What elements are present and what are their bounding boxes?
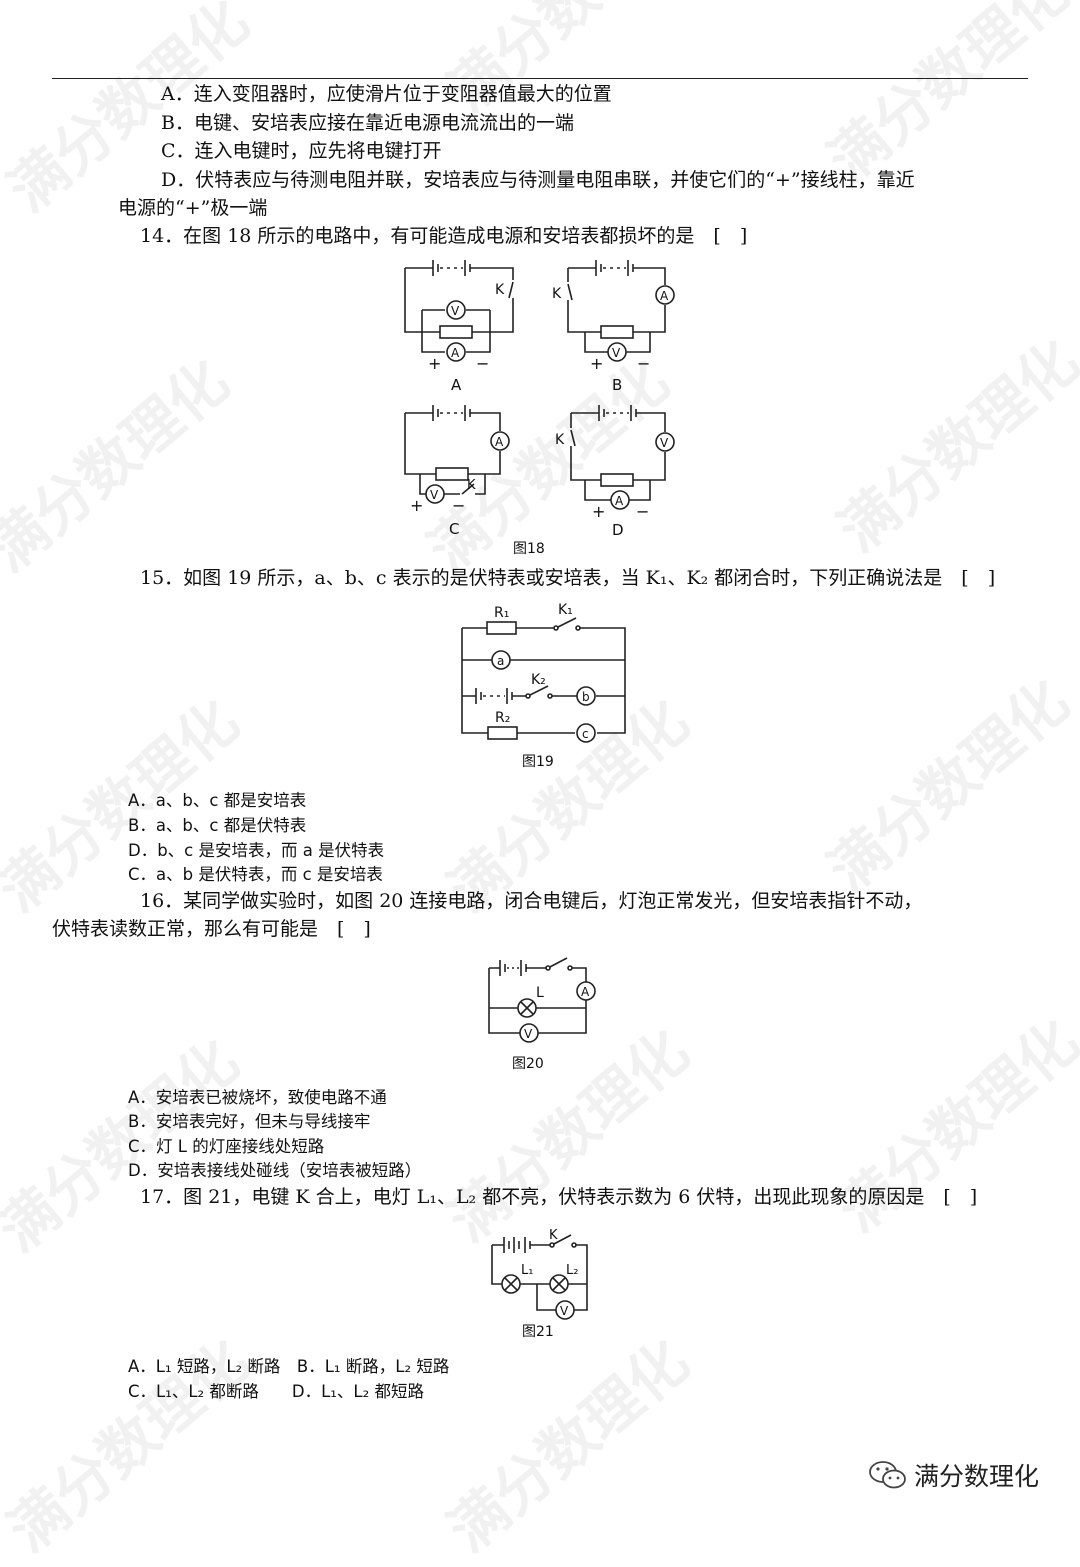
k2-label: K₂ [531,672,546,688]
ammeter-label: A [495,435,504,449]
r1-label: R₁ [494,605,509,621]
q14-stem: 14．在图 18 所示的电路中，有可能造成电源和安培表都损坏的是 [ ] [140,225,748,247]
q17-stem: 17．图 21，电键 K 合上，电灯 L₁、L₂ 都不亮，伏特表示数为 6 伏特… [140,1186,978,1208]
circuit-a-label: A [451,376,462,394]
voltmeter-label: V [451,304,460,318]
plus-sign: + [590,354,603,373]
meter-a-label: a [497,654,504,668]
meter-b-label: b [582,690,590,704]
q16-option: D．安培表接线处碰线（安培表被短路） [128,1161,422,1180]
switch-label: K [552,286,562,302]
figure-18: K V A + − A K A V + − B A V K + − [404,260,675,557]
lamp2-label: L₂ [566,1263,578,1278]
switch-label: K [549,1228,558,1243]
q16-stem: 16．某同学做实验时，如图 20 连接电路，闭合电键后，灯泡正常发光，但安培表指… [140,890,923,912]
circuit-c-label: C [449,520,459,538]
switch-label: K [495,282,505,298]
figure-21-caption: 图21 [522,1324,554,1340]
q16-option: C．灯 L 的灯座接线处短路 [128,1137,325,1156]
k1-label: K₁ [558,602,573,618]
top-rule [52,78,1028,79]
figure-19-caption: 图19 [522,754,554,770]
plus-sign: + [592,502,605,521]
minus-sign: − [476,354,489,373]
voltmeter-label: V [612,346,621,360]
minus-sign: − [636,502,649,521]
switch-label: K [467,478,476,493]
wechat-icon [869,1461,906,1489]
q16-option: B．安培表完好，但未与导线接牢 [128,1112,371,1131]
circuit-d: K V A + − D [555,405,675,539]
q13-option-c: C．连入电键时，应先将电键打开 [161,140,442,162]
plus-sign: + [410,496,423,515]
circuit-c: A V K + − C [404,405,510,538]
q15-option: C．a、b 是伏特表，而 c 是安培表 [128,865,383,884]
plus-sign: + [428,354,441,373]
ammeter-label: A [660,289,669,303]
q16-stem-cont: 伏特表读数正常，那么有可能是 [ ] [52,918,371,940]
q15-option: D．b、c 是安培表，而 a 是伏特表 [128,841,385,860]
circuit-a: K V A + − A [404,260,514,394]
q15-option: A．a、b、c 都是安培表 [128,791,307,810]
minus-sign: − [637,354,650,373]
q13-option-d-cont: 电源的“+”极一端 [118,197,268,219]
lamp-label: L [536,985,544,1001]
brand-name: 满分数理化 [914,1462,1040,1491]
q17-option: C．L₁、L₂ 都断路 D．L₁、L₂ 都短路 [128,1382,424,1401]
figure-18-caption: 图18 [513,541,545,557]
voltmeter-label: V [430,488,439,502]
q17-option: A．L₁ 短路，L₂ 断路 B．L₁ 断路，L₂ 短路 [128,1357,450,1376]
ammeter-label: A [581,985,590,999]
q15-option: B．a、b、c 都是伏特表 [128,816,307,835]
q13-option-d: D．伏特表应与待测电阻并联，安培表应与待测量电阻串联，并使它们的“+”接线柱，靠… [161,169,915,191]
q16-option: A．安培表已被烧坏，致使电路不通 [128,1088,387,1107]
figure-19: R₁ K₁ a K₂ b R₂ c 图19 [461,602,626,770]
figure-20: A L V 图20 [488,957,596,1072]
q13-option-b: B．电键、安培表应接在靠近电源电流流出的一端 [161,112,574,134]
meter-c-label: c [582,727,589,741]
r2-label: R₂ [495,710,510,726]
circuit-b-label: B [612,376,622,394]
ammeter-label: A [451,346,460,360]
q15-stem: 15．如图 19 所示，a、b、c 表示的是伏特表或安培表，当 K₁、K₂ 都闭… [140,567,996,589]
figure-21: K L₁ L₂ V 图21 [491,1228,588,1340]
brand-logo: 满分数理化 [868,1455,1039,1495]
voltmeter-label: V [524,1027,533,1041]
circuit-b: K A V + − B [552,260,675,394]
ammeter-label: A [615,494,624,508]
circuit-d-label: D [612,521,624,539]
voltmeter-label: V [560,1304,569,1318]
lamp1-label: L₁ [521,1263,533,1278]
minus-sign: − [452,496,465,515]
switch-label: K [555,432,565,448]
figure-20-caption: 图20 [512,1056,544,1072]
voltmeter-label: V [660,436,669,450]
q13-option-a: A．连入变阻器时，应使滑片位于变阻器值最大的位置 [161,83,612,105]
